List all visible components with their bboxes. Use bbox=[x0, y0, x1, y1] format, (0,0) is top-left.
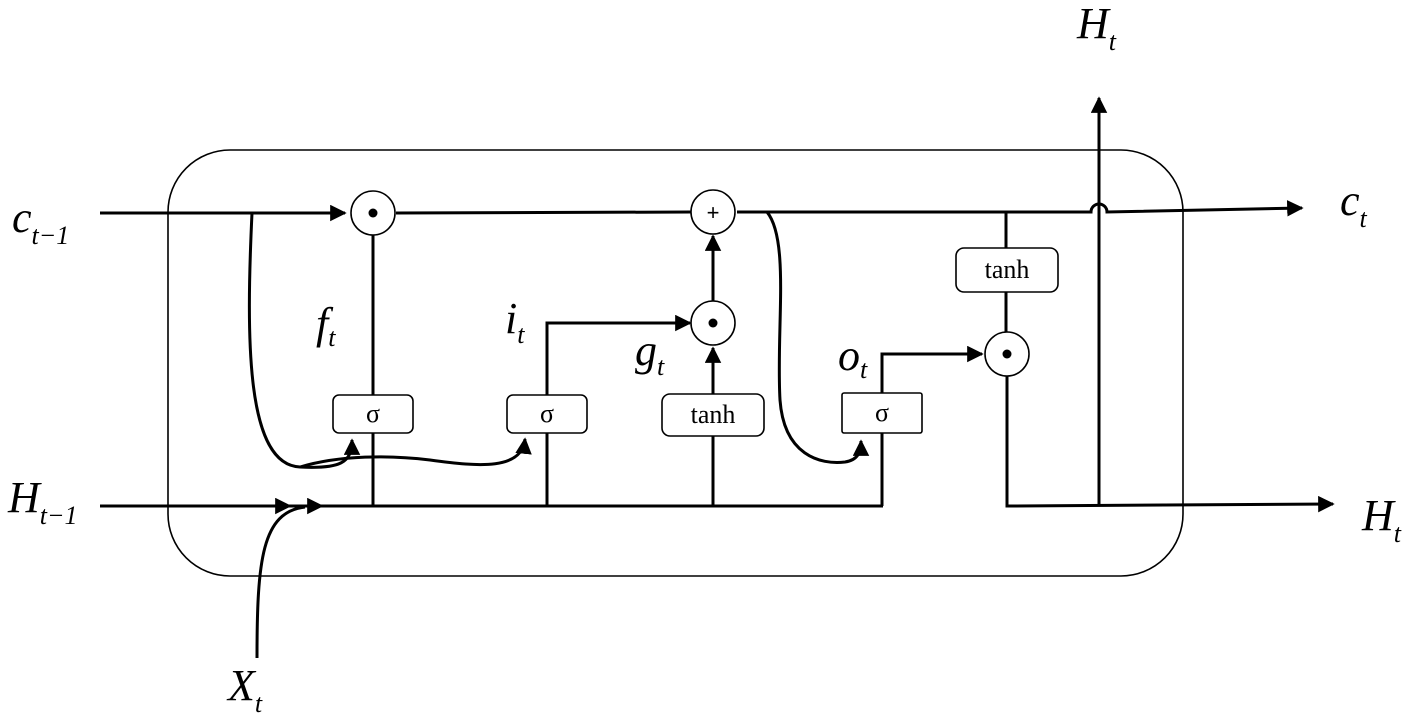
output-multiply-dot-icon bbox=[1002, 349, 1012, 359]
cell-tanh-box bbox=[955, 247, 1059, 293]
candidate-label: gt bbox=[635, 326, 665, 381]
add-icon: + bbox=[707, 200, 720, 225]
input-multiply-dot-icon bbox=[708, 318, 718, 328]
input-gate-wire bbox=[545, 314, 692, 506]
x-input-wire bbox=[255, 505, 306, 659]
c-next-label: ct bbox=[1340, 176, 1368, 233]
input-gate-label: σ bbox=[540, 399, 554, 428]
output-gate-wire bbox=[880, 345, 984, 506]
output-gate-label: σ bbox=[875, 398, 889, 427]
cell-state-mid-wire bbox=[395, 210, 692, 215]
new-cell-peephole-wire bbox=[765, 211, 870, 464]
forget-gate-label: σ bbox=[366, 399, 380, 428]
candidate-tanh-box bbox=[661, 393, 765, 437]
x-input-label: Xt bbox=[226, 661, 263, 718]
cell-tanh-label: tanh bbox=[985, 255, 1030, 284]
forget-multiply-dot-icon bbox=[368, 208, 378, 218]
h-prev-label: Ht−1 bbox=[7, 473, 78, 530]
output-label: ot bbox=[838, 331, 868, 384]
c-prev-label: ct−1 bbox=[12, 193, 69, 250]
input-gate-box bbox=[506, 394, 588, 434]
cell-state-peephole-wire bbox=[247, 212, 361, 469]
h-out-top-label: Ht bbox=[1076, 0, 1117, 56]
cell-border bbox=[167, 149, 1184, 577]
h-next-label: Ht bbox=[1361, 491, 1402, 548]
cell-state-peephole-input-wire bbox=[299, 437, 532, 469]
output-gate-box bbox=[841, 392, 923, 434]
candidate-tanh-label: tanh bbox=[691, 400, 736, 429]
hidden-out-wire bbox=[1005, 376, 1335, 513]
input-label: it bbox=[505, 294, 525, 349]
add-circle bbox=[690, 189, 736, 235]
forget-label: ft bbox=[316, 299, 336, 352]
cell-state-out-wire bbox=[737, 200, 1304, 217]
forget-gate-box bbox=[332, 394, 414, 434]
